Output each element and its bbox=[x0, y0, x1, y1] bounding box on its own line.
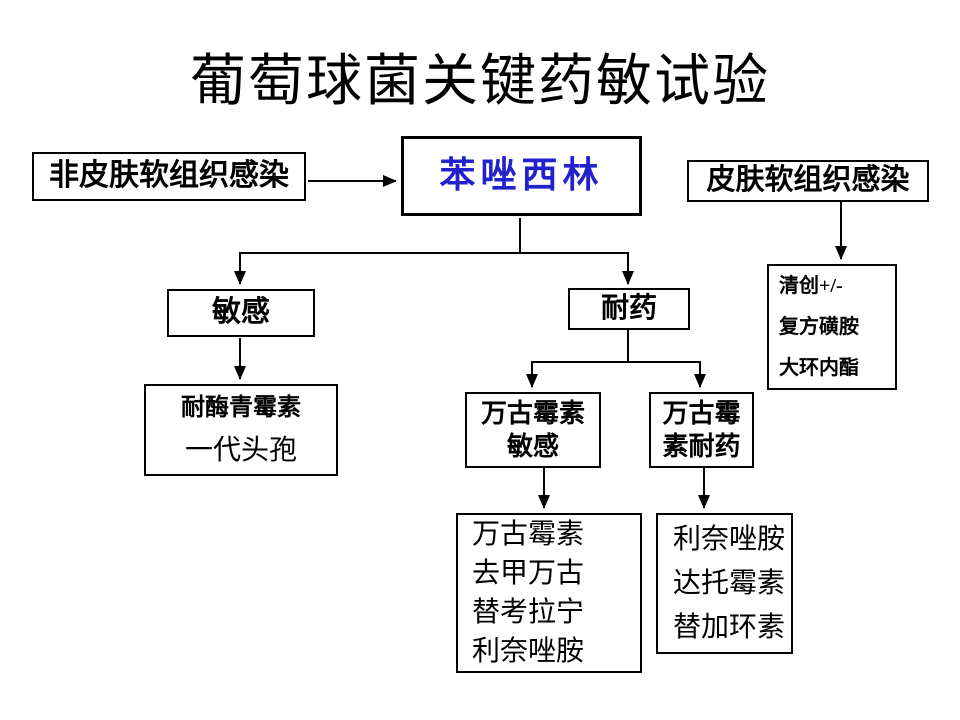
node-vanc-resistant-line-1: 万古霉 bbox=[662, 399, 741, 428]
node-oxacillin-label: 苯唑西林 bbox=[439, 155, 604, 196]
node-skin-soft-tissue-infection: 皮肤软组织感染 bbox=[687, 160, 929, 202]
node-debridement-line-3: 大环内酯 bbox=[779, 356, 859, 379]
slide-title: 葡萄球菌关键药敏试验 bbox=[190, 51, 770, 113]
node-non-skin-label: 非皮肤软组织感染 bbox=[49, 159, 289, 193]
node-penicillinase-stable-options: 耐酶青霉素 一代头孢 bbox=[144, 384, 338, 476]
node-vanc-sensitive-drug-4: 利奈唑胺 bbox=[472, 636, 585, 667]
node-vancomycin-resistant: 万古霉 素耐药 bbox=[649, 392, 754, 468]
node-vanc-resistant-drug-2: 达托霉素 bbox=[673, 567, 786, 599]
node-vancomycin-resistant-drugs: 利奈唑胺 达托霉素 替加环素 bbox=[656, 513, 793, 654]
node-vanc-sensitive-line-1: 万古霉素 bbox=[480, 399, 585, 428]
node-vanc-resistant-line-2: 素耐药 bbox=[662, 432, 741, 461]
node-sensitive-label: 敏感 bbox=[211, 296, 270, 329]
node-penicillinase-line-1: 耐酶青霉素 bbox=[181, 395, 301, 421]
node-debridement-line-1: 清创+/- bbox=[779, 274, 843, 297]
node-sensitive: 敏感 bbox=[167, 289, 315, 337]
node-debridement-options: 清创+/- 复方磺胺 大环内酯 bbox=[767, 264, 897, 390]
node-vancomycin-sensitive-drugs: 万古霉素 去甲万古 替考拉宁 利奈唑胺 bbox=[456, 513, 642, 673]
node-resistant-label: 耐药 bbox=[600, 292, 657, 324]
node-skin-label: 皮肤软组织感染 bbox=[706, 164, 910, 197]
node-vanc-resistant-drug-3: 替加环素 bbox=[673, 611, 786, 643]
node-vancomycin-sensitive: 万古霉素 敏感 bbox=[465, 392, 601, 468]
node-vanc-sensitive-drug-3: 替考拉宁 bbox=[472, 597, 585, 628]
node-debridement-line-2: 复方磺胺 bbox=[779, 315, 859, 338]
node-oxacillin: 苯唑西林 bbox=[401, 136, 642, 216]
node-vanc-resistant-drug-1: 利奈唑胺 bbox=[673, 523, 786, 555]
node-vanc-sensitive-drug-1: 万古霉素 bbox=[472, 519, 585, 550]
node-vanc-sensitive-drug-2: 去甲万古 bbox=[472, 558, 585, 589]
node-non-skin-soft-tissue-infection: 非皮肤软组织感染 bbox=[32, 152, 306, 201]
node-penicillinase-line-2: 一代头孢 bbox=[184, 435, 297, 466]
node-vanc-sensitive-line-2: 敏感 bbox=[506, 432, 559, 461]
node-resistant: 耐药 bbox=[568, 288, 690, 330]
